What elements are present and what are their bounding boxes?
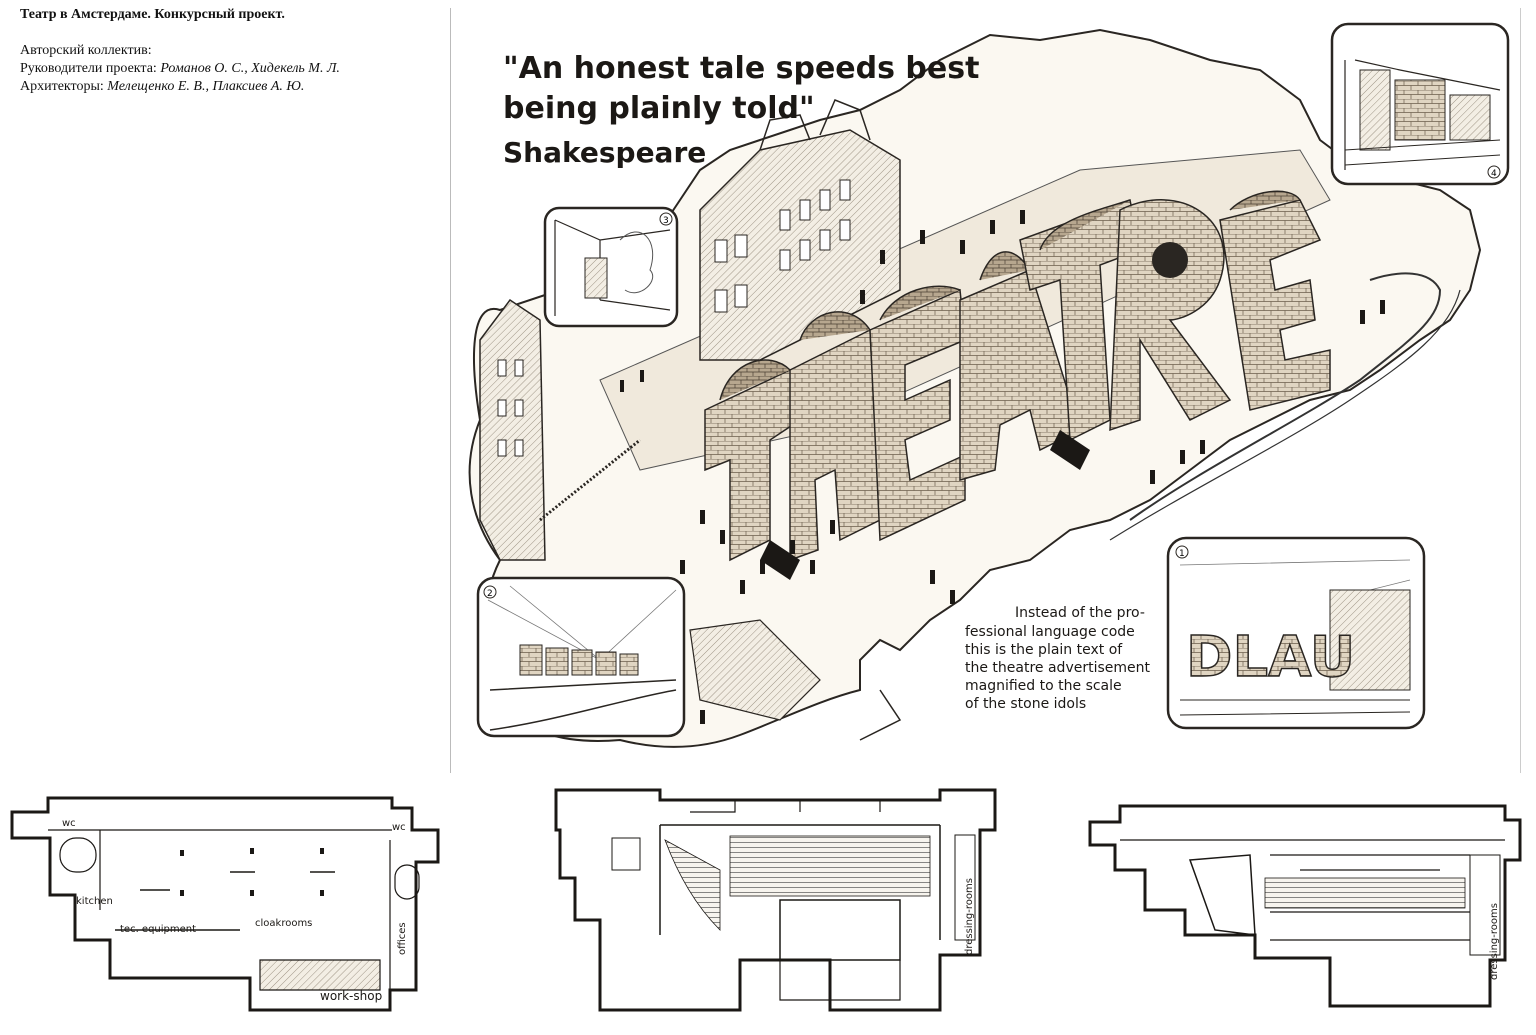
plan-2-labels: dressing-rooms bbox=[964, 878, 975, 955]
caption-line-3: this is the plain text of bbox=[965, 642, 1123, 658]
vignette-2-number: 2 bbox=[487, 589, 493, 599]
leaders-label: Руководители проекта: bbox=[20, 61, 157, 76]
architects-label: Архитекторы: bbox=[20, 79, 104, 94]
vignette-2: 2 bbox=[476, 576, 686, 738]
label-dressing-rooms-1: dressing-rooms bbox=[964, 878, 975, 955]
label-tec-equipment: tec. equipment bbox=[120, 924, 196, 935]
label-kitchen: kitchen bbox=[76, 896, 113, 907]
vignette-1-letters: DLAU bbox=[1186, 625, 1355, 690]
caption-line-5: magnified to the scale bbox=[965, 678, 1122, 694]
vignette-4: 4 bbox=[1330, 22, 1510, 186]
caption-line-2: fessional language code bbox=[965, 624, 1135, 640]
advertisement-caption: Instead of the pro- fessional language c… bbox=[965, 605, 1151, 712]
label-workshop: work-shop bbox=[320, 989, 382, 1003]
caption-line-1: Instead of the pro- bbox=[1015, 605, 1145, 621]
caption-line-4: the theatre advertisement bbox=[965, 660, 1151, 676]
label-wc-left: wc bbox=[62, 818, 76, 829]
vignette-3: 3 bbox=[543, 206, 679, 328]
sheet-divider-left bbox=[450, 8, 451, 773]
vignette-1: DLAU 1 bbox=[1166, 536, 1426, 730]
people-figures bbox=[620, 210, 1385, 724]
caption-line-6: of the stone idols bbox=[965, 696, 1086, 712]
vignette-1-number: 1 bbox=[1179, 549, 1185, 559]
plan-1-labels: wc wc kitchen tec. equipment cloakrooms … bbox=[62, 818, 408, 1003]
team-label: Авторский коллектив: bbox=[20, 43, 152, 58]
architects-row: Архитекторы: Мелещенко Е. В., Плаксиев А… bbox=[20, 78, 440, 96]
main-axonometric bbox=[468, 28, 1482, 748]
floor-plan-ground bbox=[10, 796, 440, 1012]
floor-plan-upper bbox=[1088, 804, 1522, 1008]
credits-block: Театр в Амстердаме. Конкурсный проект. А… bbox=[20, 6, 440, 96]
label-cloakrooms: cloakrooms bbox=[255, 918, 312, 929]
sheet-divider-right bbox=[1520, 8, 1521, 773]
quote-author: Shakespeare bbox=[503, 136, 706, 169]
vignette-4-number: 4 bbox=[1491, 169, 1497, 179]
label-dressing-rooms-2: dressing-rooms bbox=[1489, 903, 1500, 980]
project-title: Театр в Амстердаме. Конкурсный проект. bbox=[20, 7, 285, 22]
leaders-names: Романов О. С., Хидекель М. Л. bbox=[160, 61, 340, 76]
theatre-letter-buildings bbox=[704, 190, 1331, 580]
floor-plan-auditorium bbox=[554, 788, 997, 1012]
quote-line-1: "An honest tale speeds best bbox=[503, 51, 979, 86]
label-wc-right: wc bbox=[392, 822, 406, 833]
vignette-3-number: 3 bbox=[663, 216, 669, 226]
shakespeare-quote: "An honest tale speeds best being plainl… bbox=[503, 51, 979, 169]
leaders-row: Руководители проекта: Романов О. С., Хид… bbox=[20, 60, 440, 78]
architects-names: Мелещенко Е. В., Плаксиев А. Ю. bbox=[107, 79, 305, 94]
plan-3-labels: dressing-rooms bbox=[1489, 903, 1500, 980]
label-offices: offices bbox=[397, 922, 408, 955]
quote-line-2: being plainly told" bbox=[503, 91, 815, 126]
canal-houses bbox=[479, 99, 901, 561]
